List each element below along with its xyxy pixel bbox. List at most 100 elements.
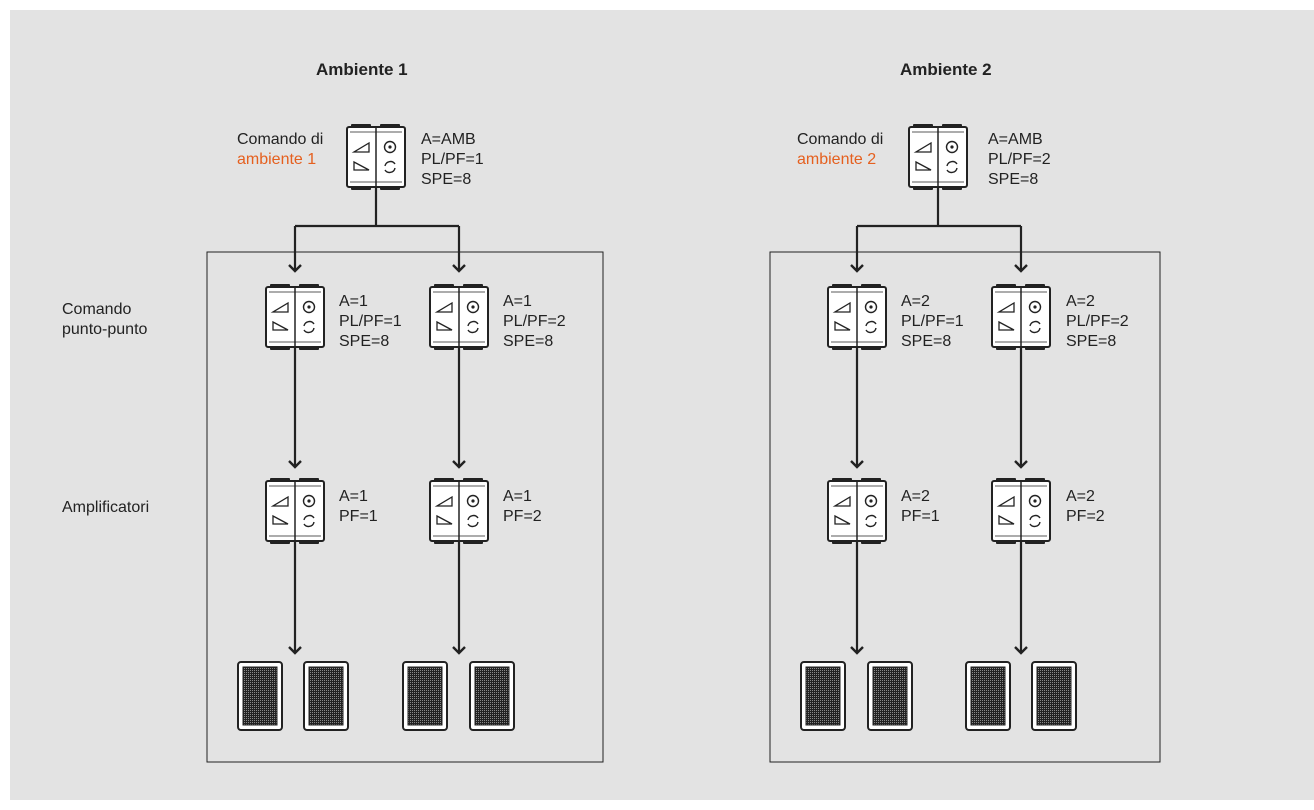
cycle-icon	[946, 160, 958, 167]
row-label-line: Comando	[62, 301, 132, 318]
source-icon	[1028, 300, 1042, 314]
address-line: SPE=8	[503, 333, 554, 350]
volume-up-on-icon	[996, 495, 1015, 507]
amplifier-3-address: A=2 PF=1	[901, 487, 940, 527]
speaker-1	[237, 661, 283, 731]
row-label-line: punto-punto	[62, 321, 148, 338]
source-icon	[1028, 494, 1042, 508]
source-icon	[864, 494, 878, 508]
amplifier-device-3	[827, 478, 887, 544]
volume-down-off-icon	[998, 514, 1015, 525]
speaker-7	[965, 661, 1011, 731]
ambient-command-device-2	[908, 124, 968, 190]
volume-down-off-icon	[436, 514, 453, 525]
cycle-icon-lower	[865, 521, 877, 528]
cycle-icon-lower	[865, 327, 877, 334]
volume-up-on-icon	[434, 301, 453, 313]
cycle-icon	[467, 514, 479, 521]
source-icon	[302, 494, 316, 508]
speaker-3	[402, 661, 448, 731]
source-icon-dot	[869, 499, 873, 503]
speaker-grill	[872, 666, 908, 726]
cycle-icon-lower	[303, 327, 315, 334]
environment-box-1	[206, 251, 604, 763]
source-icon	[466, 494, 480, 508]
volume-down-off-icon	[915, 160, 932, 171]
speaker-grill	[474, 666, 510, 726]
source-icon	[466, 300, 480, 314]
ambient-command-sub: ambiente 1	[237, 151, 317, 168]
point-command-device-1	[265, 284, 325, 350]
source-icon-dot	[471, 499, 475, 503]
volume-up-on-icon	[351, 141, 370, 153]
amplifier-4-address: A=2 PF=2	[1066, 487, 1105, 527]
row-label-amplificatori: Amplificatori	[62, 499, 150, 516]
speaker-grill	[970, 666, 1006, 726]
environment-1-title: Ambiente 1	[316, 60, 408, 79]
source-icon	[945, 140, 959, 154]
volume-down-off-icon	[998, 320, 1015, 331]
address-line: PL/PF=2	[988, 151, 1051, 168]
source-icon-dot	[1033, 305, 1037, 309]
address-line: SPE=8	[1066, 333, 1117, 350]
cycle-icon-lower	[303, 521, 315, 528]
speaker-grill	[308, 666, 344, 726]
amplifier-1-address: A=1 PF=1	[339, 487, 378, 527]
point-command-device-4	[991, 284, 1051, 350]
point-command-2-address: A=1 PL/PF=2 SPE=8	[503, 292, 566, 352]
environment-2-title: Ambiente 2	[900, 60, 992, 79]
volume-up-on-icon	[270, 495, 289, 507]
ambient-command-2-address: A=AMB PL/PF=2 SPE=8	[988, 130, 1051, 190]
speaker-grill	[805, 666, 841, 726]
address-line: A=AMB	[988, 131, 1043, 148]
ambient-command-1-address: A=AMB PL/PF=1 SPE=8	[421, 130, 484, 190]
speaker-4	[469, 661, 515, 731]
diagram-panel	[10, 10, 1314, 800]
address-line: PL/PF=1	[339, 313, 402, 330]
address-line: A=2	[901, 488, 930, 505]
address-line: A=1	[339, 293, 368, 310]
cycle-icon	[303, 514, 315, 521]
speaker-grill	[407, 666, 443, 726]
environment-box-2	[769, 251, 1161, 763]
address-line: PF=2	[503, 508, 542, 525]
address-line: SPE=8	[339, 333, 390, 350]
cycle-icon-lower	[467, 327, 479, 334]
source-icon-dot	[950, 145, 954, 149]
source-icon	[383, 140, 397, 154]
point-command-4-address: A=2 PL/PF=2 SPE=8	[1066, 292, 1129, 352]
point-command-3-address: A=2 PL/PF=1 SPE=8	[901, 292, 964, 352]
cycle-icon-lower	[384, 167, 396, 174]
address-line: PL/PF=1	[421, 151, 484, 168]
address-line: A=AMB	[421, 131, 476, 148]
address-line: PF=2	[1066, 508, 1105, 525]
address-line: A=2	[1066, 293, 1095, 310]
point-command-1-address: A=1 PL/PF=1 SPE=8	[339, 292, 402, 352]
volume-down-off-icon	[834, 514, 851, 525]
speaker-2	[303, 661, 349, 731]
address-line: A=2	[1066, 488, 1095, 505]
ambient-command-label-1: Comando di ambiente 1	[237, 130, 323, 170]
ambient-command-label: Comando di	[237, 131, 324, 148]
cycle-icon-lower	[467, 521, 479, 528]
volume-down-off-icon	[272, 320, 289, 331]
address-line: A=2	[901, 293, 930, 310]
volume-down-off-icon	[834, 320, 851, 331]
source-icon-dot	[471, 305, 475, 309]
volume-up-on-icon	[434, 495, 453, 507]
ambient-command-sub: ambiente 2	[797, 151, 877, 168]
cycle-icon	[865, 514, 877, 521]
speaker-8	[1031, 661, 1077, 731]
amplifier-device-4	[991, 478, 1051, 544]
address-line: A=1	[503, 293, 532, 310]
cycle-icon-lower	[1029, 521, 1041, 528]
volume-down-off-icon	[436, 320, 453, 331]
source-icon	[302, 300, 316, 314]
address-line: A=1	[503, 488, 532, 505]
volume-up-on-icon	[996, 301, 1015, 313]
address-line: PF=1	[901, 508, 940, 525]
cycle-icon	[303, 320, 315, 327]
cycle-icon-lower	[1029, 327, 1041, 334]
cycle-icon	[1029, 514, 1041, 521]
source-icon-dot	[307, 305, 311, 309]
